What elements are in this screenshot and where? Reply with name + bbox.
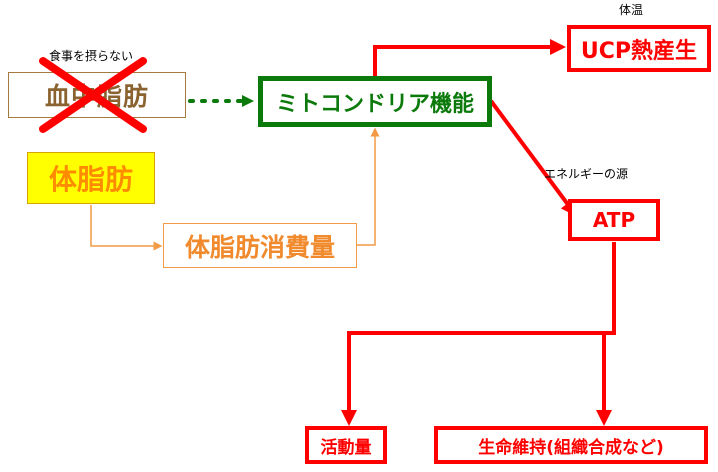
ucp-label: UCP熱産生	[580, 38, 698, 64]
no-meal-note: 食事を摂らない	[49, 49, 134, 63]
mitochondria-node: ミトコンドリア機能	[258, 76, 492, 127]
activity-node: 活動量	[305, 426, 387, 464]
body-temp-note: 体温	[619, 3, 644, 17]
cross-out-mark	[39, 57, 147, 133]
life-support-node: 生命維持(組織合成など)	[434, 426, 708, 464]
body-fat-label: 体脂肪	[48, 163, 133, 196]
mito-to-ucp-arrow	[373, 39, 566, 76]
life-support-label: 生命維持(組織合成など)	[478, 437, 664, 458]
fat-consumption-node: 体脂肪消費量	[163, 223, 357, 268]
ucp-node: UCP熱産生	[567, 25, 711, 72]
mitochondria-label: ミトコンドリア機能	[275, 91, 474, 117]
atp-node: ATP	[568, 199, 660, 241]
consumption-to-mito-arrow	[357, 127, 380, 246]
mito-to-atp-arrow	[489, 99, 577, 217]
fat-consumption-label: 体脂肪消費量	[184, 232, 335, 262]
energy-source-note: エネルギーの源	[544, 167, 629, 181]
activity-label: 活動量	[320, 437, 372, 458]
body-fat-to-consumption-arrow	[90, 205, 163, 251]
body-fat-node: 体脂肪	[27, 152, 155, 204]
atp-branch-line	[341, 242, 616, 426]
atp-label: ATP	[592, 208, 636, 232]
